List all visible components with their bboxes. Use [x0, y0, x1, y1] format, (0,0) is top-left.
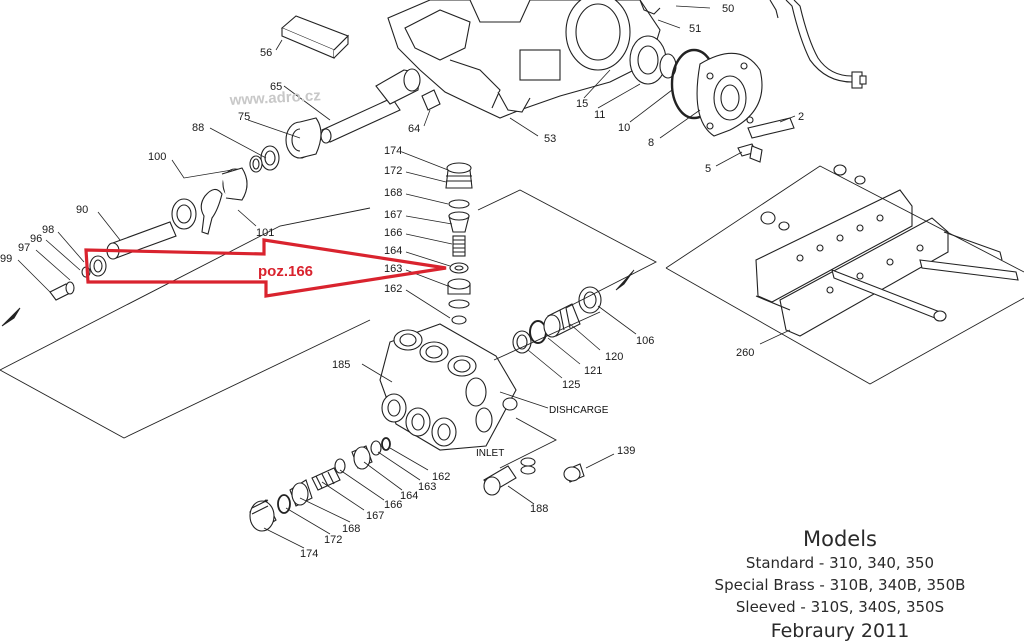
- part-number: 8: [648, 137, 654, 149]
- valve-stack-lower-drawing: [249, 437, 391, 532]
- plugs-drawing: [483, 457, 585, 496]
- part-number: 96: [30, 233, 42, 245]
- part-number: 120: [605, 351, 623, 363]
- part-number: 64: [408, 123, 420, 135]
- mounting-rails-drawing: [755, 164, 1019, 337]
- discharge-label: DISHCARGE: [549, 405, 609, 416]
- leader-lines: [17, 5, 796, 549]
- perspective-guide-lines: [0, 165, 1024, 469]
- part-number: 166: [384, 499, 402, 511]
- part-number: 99: [0, 253, 12, 265]
- manifold-drawing: [379, 323, 518, 451]
- part-number: 125: [562, 379, 580, 391]
- part-number: 174: [300, 548, 318, 560]
- models-legend: Models Standard - 310, 340, 350 Special …: [690, 526, 990, 643]
- part-number: 90: [76, 204, 88, 216]
- plunger-assembly-drawing: [49, 167, 248, 301]
- inlet-label: INLET: [476, 448, 504, 459]
- models-date: Febraury 2011: [770, 620, 910, 642]
- part-number: 167: [384, 209, 402, 221]
- part-number: 51: [689, 23, 701, 35]
- part-number: 174: [384, 145, 402, 157]
- part-number: 163: [418, 481, 436, 493]
- models-title: Models: [803, 527, 877, 551]
- part-number: 101: [256, 227, 274, 239]
- part-number: 260: [736, 347, 754, 359]
- key-and-bolt-drawing: [737, 117, 795, 163]
- part-number: 168: [384, 187, 402, 199]
- part-number: 2: [798, 111, 804, 123]
- part-number: 188: [530, 503, 548, 515]
- part-number: 167: [366, 510, 384, 522]
- part-number: 139: [617, 445, 635, 457]
- crankcase-cover-drawing: [629, 35, 763, 137]
- part-number: 75: [238, 111, 250, 123]
- plunger-shaft-drawing: [249, 68, 441, 173]
- watermark: www.adro.cz: [228, 87, 321, 109]
- callout-arrow: [84, 238, 447, 298]
- part-number: 168: [342, 523, 360, 535]
- part-number: 162: [432, 471, 450, 483]
- part-number: 166: [384, 227, 402, 239]
- part-number: 88: [192, 122, 204, 134]
- valve-stack-upper-drawing: [445, 162, 473, 325]
- part-number: 97: [18, 242, 30, 254]
- part-number: 5: [705, 163, 711, 175]
- part-number: 15: [576, 98, 588, 110]
- part-number: 98: [42, 224, 54, 236]
- part-number: 172: [324, 534, 342, 546]
- part-number: 172: [384, 165, 402, 177]
- part-number: 100: [148, 151, 166, 163]
- hose-drawing: [639, 0, 867, 89]
- part-number: 162: [384, 283, 402, 295]
- part-number: 50: [722, 3, 734, 15]
- crankcase-housing: [387, 0, 661, 119]
- models-line-sleeved: Sleeved - 310S, 340S, 350S: [735, 598, 945, 616]
- part-number: 121: [584, 365, 602, 377]
- part-number: 163: [384, 263, 402, 275]
- callout-label: poz.166: [258, 263, 313, 280]
- part-56-drawing: [280, 15, 349, 59]
- models-line-special-brass: Special Brass - 310B, 340B, 350B: [714, 576, 966, 594]
- models-line-standard: Standard - 310, 340, 350: [745, 554, 935, 572]
- part-number: 11: [594, 109, 605, 121]
- part-number: 185: [332, 359, 350, 371]
- part-number: 164: [384, 245, 402, 257]
- part-number: 10: [618, 122, 630, 134]
- part-number-labels: 56 65 64 53 50 51 15 11 10 8 2 5 75 88 1…: [0, 3, 804, 560]
- part-number: 53: [544, 133, 556, 145]
- part-number: 106: [636, 335, 654, 347]
- part-number: 65: [270, 81, 282, 93]
- part-number: 56: [260, 47, 272, 59]
- part-number: 164: [400, 490, 418, 502]
